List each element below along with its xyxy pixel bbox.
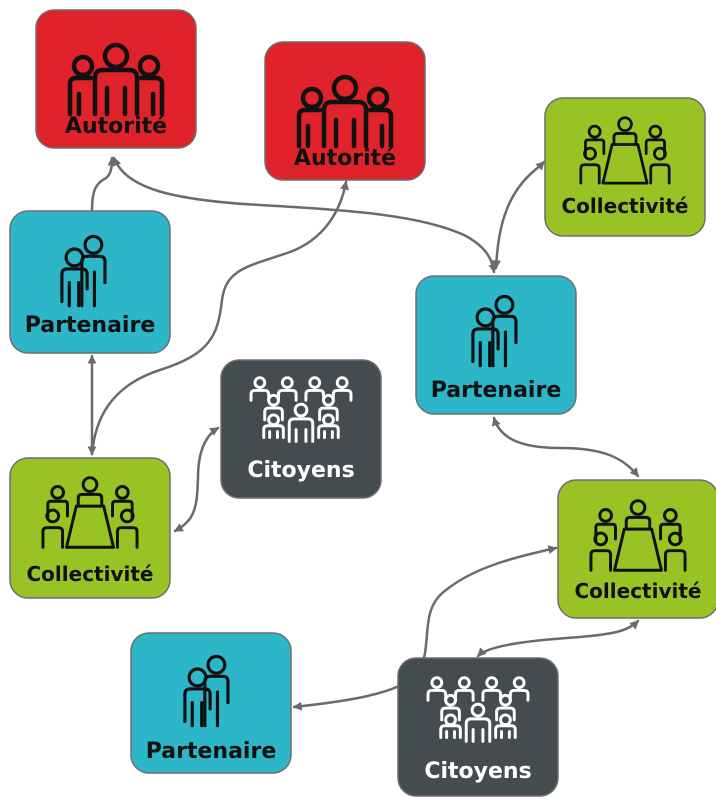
node-autorite-2: Autorité bbox=[264, 41, 426, 181]
collectivite-label: Collectivité bbox=[27, 562, 154, 586]
citoyens-label: Citoyens bbox=[424, 759, 531, 784]
node-partenaire-3: Partenaire bbox=[130, 632, 292, 774]
node-autorite-1: Autorité bbox=[35, 9, 197, 149]
autorite-box bbox=[35, 9, 197, 149]
partenaire-label: Partenaire bbox=[431, 378, 562, 403]
connection-layer bbox=[87, 156, 640, 711]
connection-citoyens-2-collectivite-3 bbox=[476, 619, 640, 658]
autorite-label: Autorité bbox=[65, 114, 167, 139]
collectivite-label: Collectivité bbox=[562, 194, 689, 218]
collectivite-box bbox=[544, 97, 706, 237]
partenaire-box bbox=[9, 210, 171, 354]
node-partenaire-2: Partenaire bbox=[415, 275, 577, 415]
partenaire-box bbox=[415, 275, 577, 415]
collectivite-label: Collectivité bbox=[575, 579, 702, 603]
partenaire-label: Partenaire bbox=[146, 739, 277, 764]
node-citoyens-2: Citoyens bbox=[397, 657, 559, 797]
partenaire-label: Partenaire bbox=[25, 313, 156, 338]
node-layer: AutoritéAutoritéCollectivitéPartenairePa… bbox=[9, 9, 716, 797]
connection-collectivite-2-citoyens-1 bbox=[173, 426, 220, 533]
connection-partenaire-2-collectivite-1 bbox=[491, 160, 546, 270]
connection-autorite-1-partenaire-2 bbox=[112, 156, 498, 274]
node-partenaire-1: Partenaire bbox=[9, 210, 171, 354]
connection-partenaire-2-collectivite-3 bbox=[491, 416, 640, 478]
node-collectivite-3: Collectivité bbox=[557, 479, 716, 619]
citoyens-box bbox=[220, 359, 382, 499]
node-citoyens-1: Citoyens bbox=[220, 359, 382, 499]
citoyens-box bbox=[397, 657, 559, 797]
connection-partenaire-3-collectivite-3 bbox=[292, 545, 558, 711]
citoyens-label: Citoyens bbox=[247, 458, 354, 483]
autorite-label: Autorité bbox=[294, 146, 396, 171]
collectivite-box bbox=[9, 457, 171, 599]
autorite-box bbox=[264, 41, 426, 181]
connection-partenaire-1-autorite-1 bbox=[90, 156, 117, 213]
connection-collectivite-2-autorite-2 bbox=[90, 180, 350, 456]
node-collectivite-2: Collectivité bbox=[9, 457, 171, 599]
node-collectivite-1: Collectivité bbox=[544, 97, 706, 237]
